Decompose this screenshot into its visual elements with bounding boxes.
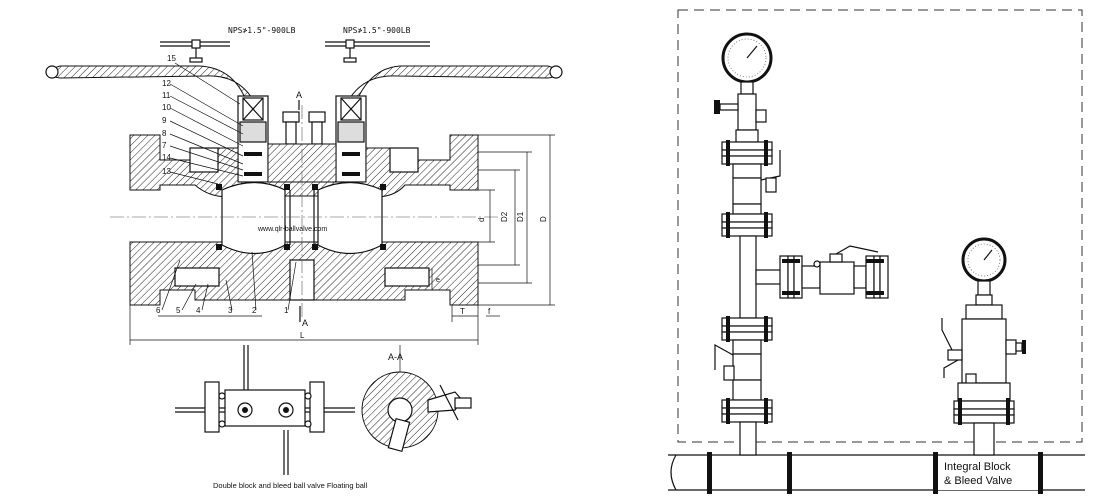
section-view-aa xyxy=(361,371,472,453)
part-number: 9 xyxy=(162,116,167,125)
ball-left xyxy=(216,181,290,254)
left-column xyxy=(714,129,781,456)
integral-block-valve xyxy=(941,304,1026,456)
part-number: 5 xyxy=(176,306,181,315)
ball-valve-section-drawing: NPS≯1.5"-900LB NPS≯1.5"-900LB xyxy=(45,26,563,490)
stem-callout-left xyxy=(160,39,230,63)
part-number: 14 xyxy=(162,153,171,162)
part-number: 6 xyxy=(156,306,161,315)
part-number: 12 xyxy=(162,79,171,88)
ball-right xyxy=(312,181,386,254)
stem-left xyxy=(237,95,269,183)
part-number-leaders-bottom xyxy=(158,251,297,317)
pressure-gauge-right xyxy=(961,237,1007,306)
dim-d1: D1 xyxy=(516,211,525,222)
plan-view xyxy=(175,345,355,475)
label-line-2: & Bleed Valve xyxy=(944,475,1012,487)
stem-callout-right xyxy=(325,39,430,63)
dashed-enclosure xyxy=(677,9,1083,443)
label-box xyxy=(938,456,1038,490)
stem-label-right: NPS≯1.5"-900LB xyxy=(343,26,411,35)
part-numbers-left: 15 12 11 10 9 8 7 14 13 xyxy=(162,54,176,176)
dim-d2: D2 xyxy=(500,211,509,222)
part-number: 13 xyxy=(162,167,171,176)
part-number: 2 xyxy=(252,306,257,315)
part-number: 11 xyxy=(162,91,171,100)
part-number: 1 xyxy=(284,306,289,315)
part-numbers-bottom: 6 5 4 3 2 1 xyxy=(156,306,289,315)
part-number: 15 xyxy=(167,54,176,63)
part-number: 8 xyxy=(162,129,167,138)
stem-label-left: NPS≯1.5"-900LB xyxy=(228,26,296,35)
section-mark-top: A xyxy=(296,90,302,100)
section-mark-bottom: A xyxy=(302,318,308,328)
dim-L: L xyxy=(300,331,305,340)
dim-e: e xyxy=(436,277,440,284)
label-line-1: Integral Block xyxy=(944,461,1011,473)
dim-t: T xyxy=(460,307,465,316)
part-number-leaders xyxy=(169,62,244,185)
branch-valve xyxy=(755,245,889,299)
integral-block-bleed-drawing: Integral Block & Bleed Valve xyxy=(668,9,1085,494)
handle-lever xyxy=(45,65,563,99)
valve-body-bottom xyxy=(129,241,479,306)
part-number: 4 xyxy=(196,306,201,315)
dim-d: d xyxy=(477,218,486,222)
part-number: 3 xyxy=(228,306,233,315)
watermark-text: www.qlr-ballvalve.com xyxy=(257,226,327,233)
pressure-gauge-left xyxy=(721,32,773,95)
part-number: 7 xyxy=(162,141,167,150)
gauge-valve-left xyxy=(714,93,767,131)
stem-right xyxy=(335,95,367,183)
valve-body-top xyxy=(129,134,479,198)
drawing-caption: Double block and bleed ball valve Floati… xyxy=(213,481,368,490)
dimension-lines xyxy=(129,134,555,345)
part-number: 10 xyxy=(162,103,171,112)
dim-D: D xyxy=(539,216,548,222)
section-view-label: A-A xyxy=(388,352,403,362)
dim-f: f xyxy=(488,307,491,316)
bleed-plug xyxy=(282,111,326,145)
